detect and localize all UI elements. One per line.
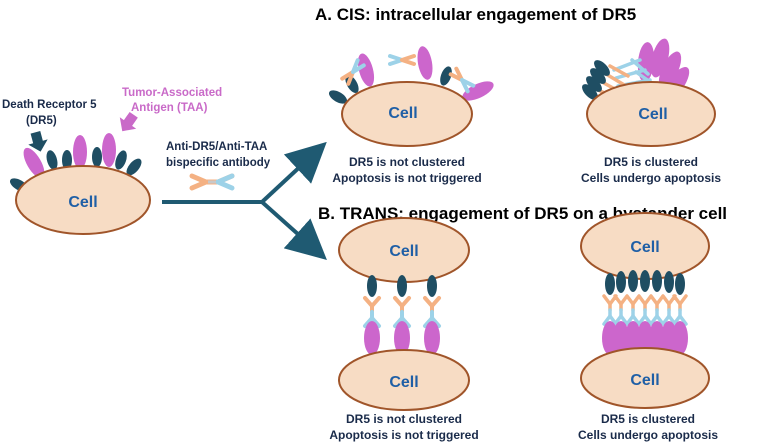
cis-heading: A. CIS: intracellular engagement of DR5 [315, 5, 636, 24]
dr5-receptor [115, 150, 127, 170]
cis-right-caption-2: Cells undergo apoptosis [581, 171, 721, 185]
trans-complex [393, 275, 411, 355]
bispecific-antibody [340, 58, 366, 86]
dr5-label-line1: Death Receptor 5 [2, 99, 97, 111]
dr5-receptor [652, 270, 662, 292]
trans-left-caption-1: DR5 is not clustered [346, 412, 462, 426]
trans-right-bottom-cell [580, 347, 710, 409]
bispecific-antibody [388, 54, 416, 66]
dr5-receptor [590, 68, 606, 84]
dr5-receptor [582, 84, 598, 100]
taa-antigen [462, 81, 494, 101]
taa-antigen [625, 321, 641, 355]
taa-antigen [637, 321, 653, 355]
taa-antigen [417, 46, 433, 80]
dr5-receptor [126, 158, 142, 176]
dr5-receptor [594, 60, 610, 76]
antibody-label-line2: bispecific antibody [166, 157, 271, 169]
cis-clustered-group: Cell [582, 38, 716, 147]
dr5-receptor [640, 270, 650, 292]
taa-antigen [23, 147, 45, 179]
antibody-label-line1: Anti-DR5/Anti-TAA [166, 141, 267, 153]
taa-pointer-arrow [119, 111, 138, 132]
cis-clustered-cell-label: Cell [638, 106, 667, 123]
bispecific-antibody-icon [189, 173, 235, 191]
dr5-receptor [675, 273, 685, 295]
trans-left-caption-2: Apoptosis is not triggered [329, 428, 478, 442]
cis-unclustered-group: Cell [328, 46, 494, 147]
dr5-receptor [92, 147, 102, 167]
dr5-receptor [586, 76, 602, 92]
trans-left-bottom-cell [338, 349, 470, 411]
trans-right-caption-1: DR5 is clustered [601, 412, 695, 426]
taa-antigen [613, 321, 629, 355]
taa-antigen [649, 321, 665, 355]
cis-right-caption-1: DR5 is clustered [604, 155, 698, 169]
antibody-row [602, 294, 688, 326]
taa-label-line1: Tumor-Associated [122, 87, 222, 99]
taa-antigen [661, 321, 677, 355]
trans-complex [363, 275, 381, 355]
taa-antigen [102, 133, 116, 167]
dr5-receptor [628, 270, 638, 292]
trans-complex [423, 275, 441, 355]
trans-clustered-group: Cell Cell [580, 212, 710, 409]
source-cell [15, 165, 151, 235]
taa-antigen [73, 135, 87, 169]
source-cell-label: Cell [68, 194, 97, 211]
dr5-label-line2: (DR5) [26, 115, 57, 127]
cis-unclustered-cell [341, 81, 473, 147]
trans-right-caption-2: Cells undergo apoptosis [578, 428, 718, 442]
taa-label-line2: Antigen (TAA) [131, 102, 208, 114]
bispecific-antibody [448, 66, 476, 94]
branch-arrows [162, 141, 327, 260]
taa-antigen [602, 321, 618, 355]
trans-right-bottom-cell-label: Cell [630, 372, 659, 389]
trans-left-bottom-cell-label: Cell [389, 374, 418, 391]
dr5-receptor [328, 90, 348, 104]
cis-unclustered-cell-label: Cell [388, 105, 417, 122]
cis-left-caption-1: DR5 is not clustered [349, 155, 465, 169]
cis-clustered-cell [586, 81, 716, 147]
dr5-receptor [440, 66, 452, 86]
source-cell-group: Cell [9, 133, 151, 235]
arrow-to-trans [260, 200, 327, 260]
cis-left-caption-2: Apoptosis is not triggered [332, 171, 481, 185]
taa-antigen [672, 321, 688, 355]
dr5-receptor [46, 150, 58, 170]
dr5-receptor [616, 271, 626, 293]
dr5-receptor [664, 271, 674, 293]
dr5-pointer-arrow [28, 131, 48, 152]
dr5-receptor [62, 150, 72, 170]
arrow-to-cis [260, 141, 327, 204]
trans-left-top-cell-label: Cell [389, 243, 418, 260]
taa-antigen [357, 53, 375, 87]
trans-unclustered-group: Cell Cell [338, 217, 470, 411]
trans-right-top-cell-label: Cell [630, 239, 659, 256]
taa-antigen [658, 51, 682, 89]
dr5-receptor [605, 273, 615, 295]
